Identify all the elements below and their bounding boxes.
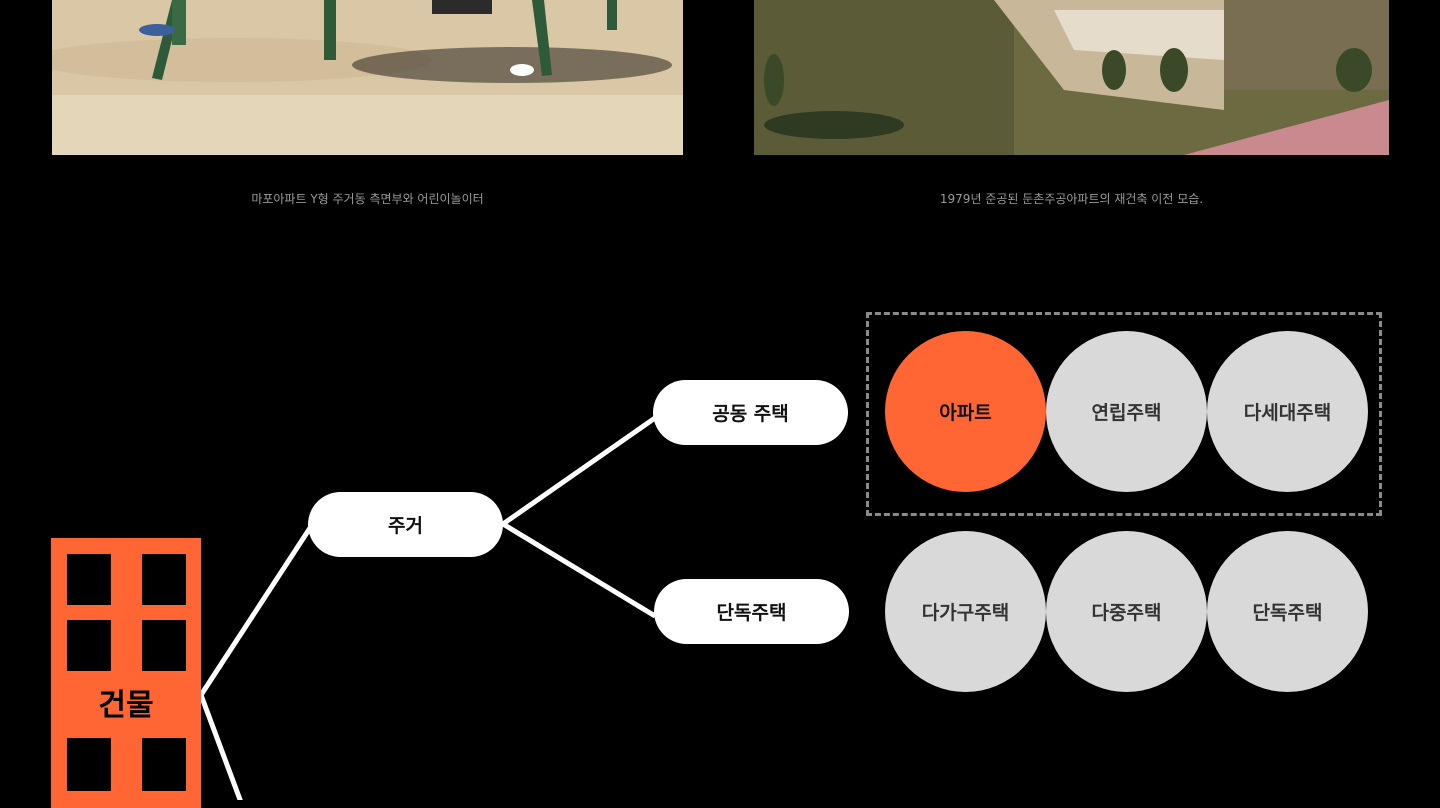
building-window bbox=[142, 620, 186, 671]
type-multi-family: 다가구주택 bbox=[885, 531, 1046, 692]
multi-unit-housing-node: 공동 주택 bbox=[653, 380, 848, 445]
type-apartment: 아파트 bbox=[885, 331, 1046, 492]
connector-housing-detached bbox=[501, 521, 657, 619]
building-window bbox=[67, 554, 111, 605]
type-multi-occupancy: 다중주택 bbox=[1046, 531, 1207, 692]
building-node: 건물 bbox=[51, 538, 201, 808]
connector-building-housing bbox=[198, 526, 313, 697]
apartment-photo bbox=[754, 0, 1389, 155]
connector-building-down bbox=[198, 694, 243, 800]
building-window bbox=[142, 738, 186, 791]
building-label: 건물 bbox=[98, 688, 154, 723]
multi-unit-group-box bbox=[866, 312, 1382, 516]
connector-housing-multi bbox=[501, 415, 657, 527]
detached-housing-node: 단독주택 bbox=[654, 579, 849, 644]
type-single-detached: 단독주택 bbox=[1207, 531, 1368, 692]
building-window bbox=[142, 554, 186, 605]
playground-photo bbox=[52, 0, 683, 155]
left-photo-caption: 마포아파트 Y형 주거동 측면부와 어린이놀이터 bbox=[251, 192, 484, 206]
building-window bbox=[67, 738, 111, 791]
housing-node: 주거 bbox=[308, 492, 503, 557]
right-photo-caption: 1979년 준공된 둔촌주공아파트의 재건축 이전 모습. bbox=[939, 192, 1204, 206]
type-multi-household: 다세대주택 bbox=[1207, 331, 1368, 492]
building-window bbox=[67, 620, 111, 671]
type-row-house: 연립주택 bbox=[1046, 331, 1207, 492]
